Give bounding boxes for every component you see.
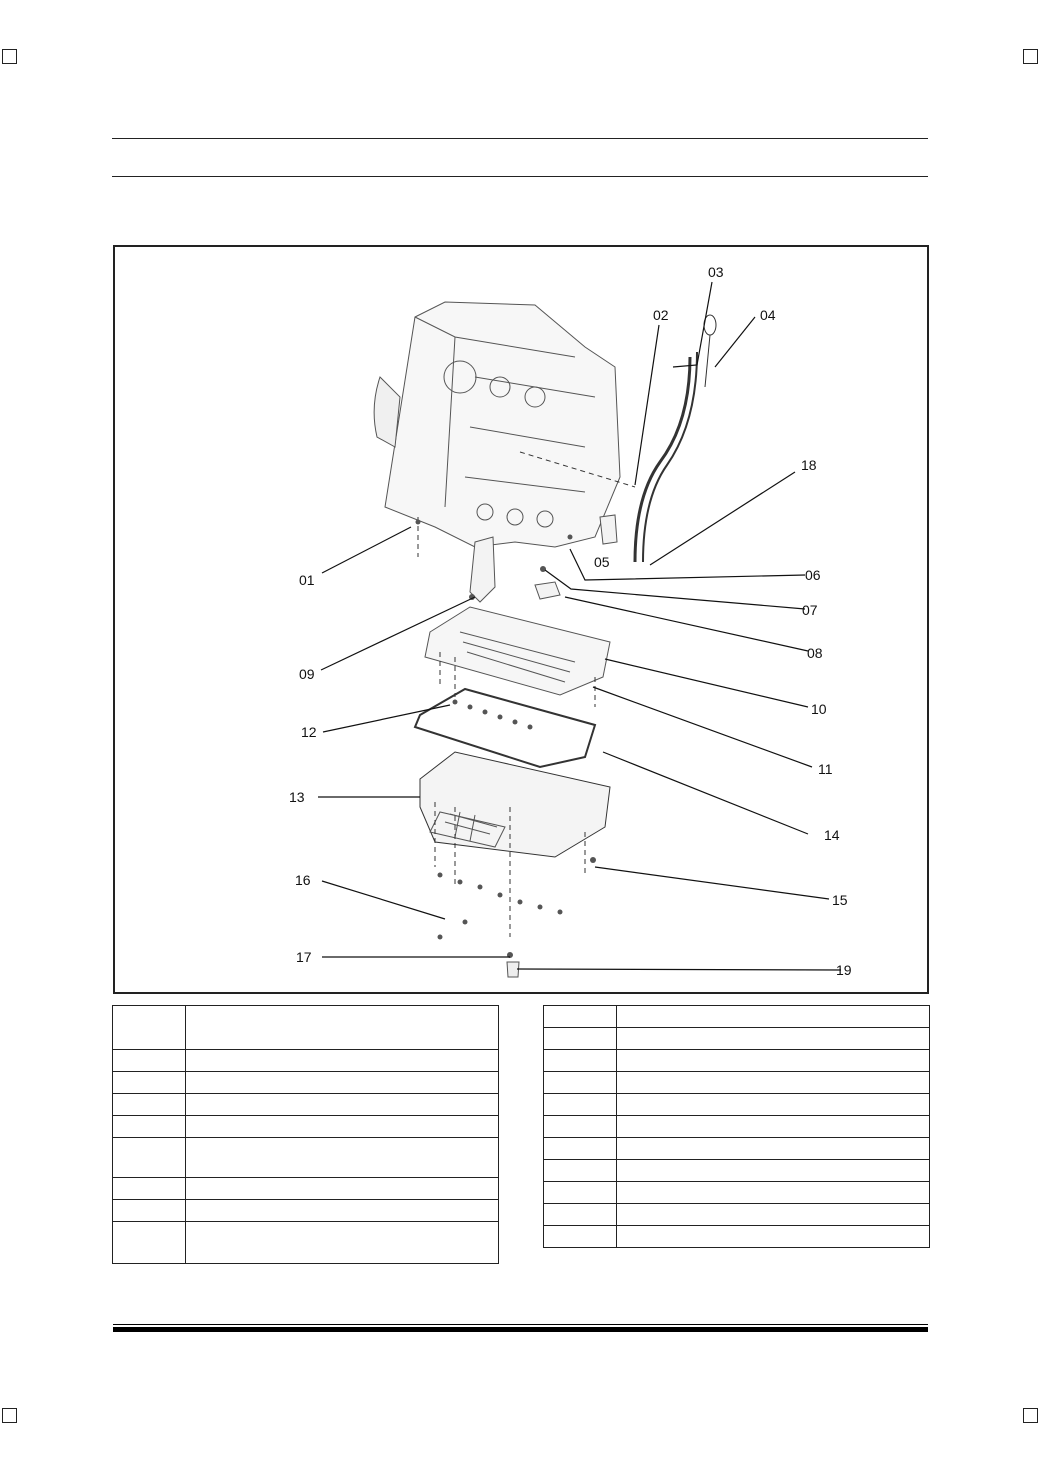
- part-description-cell: [616, 1093, 930, 1116]
- table-row: [543, 1115, 930, 1138]
- part-description-cell: [185, 1005, 499, 1050]
- callout-01: 01: [299, 572, 315, 588]
- table-row: [112, 1049, 499, 1072]
- callout-17: 17: [296, 949, 312, 965]
- table-row: [543, 1093, 930, 1116]
- part-description-cell: [616, 1005, 930, 1028]
- callout-02: 02: [653, 307, 669, 323]
- part-number-cell: [112, 1093, 186, 1116]
- callout-11: 11: [818, 761, 833, 777]
- crop-mark-bottom-right: [1023, 1408, 1038, 1423]
- callout-03: 03: [708, 264, 724, 280]
- callout-18: 18: [801, 457, 817, 473]
- table-row: [112, 1199, 499, 1222]
- part-number-cell: [543, 1137, 617, 1160]
- parts-table-right: [543, 1005, 930, 1248]
- part-description-cell: [616, 1159, 930, 1182]
- parts-table-left: [112, 1005, 499, 1264]
- part-number-cell: [543, 1159, 617, 1182]
- header-rule-bottom: [112, 176, 928, 177]
- footer-rule-thick: [113, 1327, 928, 1332]
- table-row: [543, 1159, 930, 1182]
- table-row: [112, 1221, 499, 1264]
- part-description-cell: [185, 1115, 499, 1138]
- table-row: [112, 1093, 499, 1116]
- crop-mark-bottom-left: [2, 1408, 17, 1423]
- part-number-cell: [112, 1115, 186, 1138]
- part-number-cell: [543, 1049, 617, 1072]
- table-row: [112, 1115, 499, 1138]
- table-row: [543, 1027, 930, 1050]
- part-description-cell: [185, 1049, 499, 1072]
- callout-10: 10: [811, 701, 827, 717]
- callout-07: 07: [802, 602, 818, 618]
- part-number-cell: [112, 1177, 186, 1200]
- part-description-cell: [185, 1221, 499, 1264]
- part-number-cell: [112, 1071, 186, 1094]
- diagram-drawing: [318, 281, 842, 978]
- part-number-cell: [543, 1181, 617, 1204]
- callout-04: 04: [760, 307, 776, 323]
- table-row: [543, 1225, 930, 1248]
- baffle-plate: [424, 606, 611, 696]
- part-description-cell: [616, 1203, 930, 1226]
- part-number-cell: [112, 1221, 186, 1264]
- table-row: [543, 1181, 930, 1204]
- part-number-cell: [543, 1005, 617, 1028]
- part-number-cell: [543, 1027, 617, 1050]
- table-row: [543, 1005, 930, 1028]
- callout-09: 09: [299, 666, 315, 682]
- part-number-cell: [112, 1199, 186, 1222]
- header-rule-top: [112, 138, 928, 139]
- table-row: [543, 1071, 930, 1094]
- part-number-cell: [543, 1071, 617, 1094]
- table-row: [112, 1071, 499, 1094]
- table-row: [543, 1203, 930, 1226]
- callout-19: 19: [836, 962, 852, 978]
- part-description-cell: [616, 1137, 930, 1160]
- callout-12: 12: [301, 724, 317, 740]
- footer-rule-thin: [113, 1324, 928, 1325]
- exploded-view-diagram: 01 02 03 04 05 06 07 08 09 10 11 12 13 1…: [113, 245, 929, 994]
- callout-16: 16: [295, 872, 311, 888]
- table-row: [543, 1137, 930, 1160]
- part-description-cell: [185, 1137, 499, 1178]
- table-row: [543, 1049, 930, 1072]
- part-description-cell: [616, 1049, 930, 1072]
- dipstick-tube: [633, 356, 692, 563]
- oil-pan: [419, 751, 611, 858]
- crop-mark-top-right: [1023, 49, 1038, 64]
- engine-block: [384, 301, 621, 548]
- part-description-cell: [616, 1181, 930, 1204]
- part-description-cell: [616, 1027, 930, 1050]
- part-description-cell: [185, 1199, 499, 1222]
- part-number-cell: [112, 1137, 186, 1178]
- table-row: [112, 1005, 499, 1050]
- part-number-cell: [543, 1203, 617, 1226]
- part-description-cell: [616, 1225, 930, 1248]
- part-description-cell: [616, 1115, 930, 1138]
- part-description-cell: [185, 1071, 499, 1094]
- table-row: [112, 1177, 499, 1200]
- part-number-cell: [112, 1005, 186, 1050]
- crop-mark-top-left: [2, 49, 17, 64]
- part-description-cell: [616, 1071, 930, 1094]
- part-number-cell: [543, 1093, 617, 1116]
- callout-06: 06: [805, 567, 821, 583]
- oil-pan-gasket: [413, 687, 597, 769]
- table-row: [112, 1137, 499, 1178]
- part-number-cell: [543, 1115, 617, 1138]
- callout-14: 14: [824, 827, 840, 843]
- callout-08: 08: [807, 645, 823, 661]
- callout-05: 05: [594, 554, 610, 570]
- part-number-cell: [112, 1049, 186, 1072]
- part-description-cell: [185, 1177, 499, 1200]
- callout-13: 13: [289, 789, 305, 805]
- callout-15: 15: [832, 892, 848, 908]
- part-number-cell: [543, 1225, 617, 1248]
- part-description-cell: [185, 1093, 499, 1116]
